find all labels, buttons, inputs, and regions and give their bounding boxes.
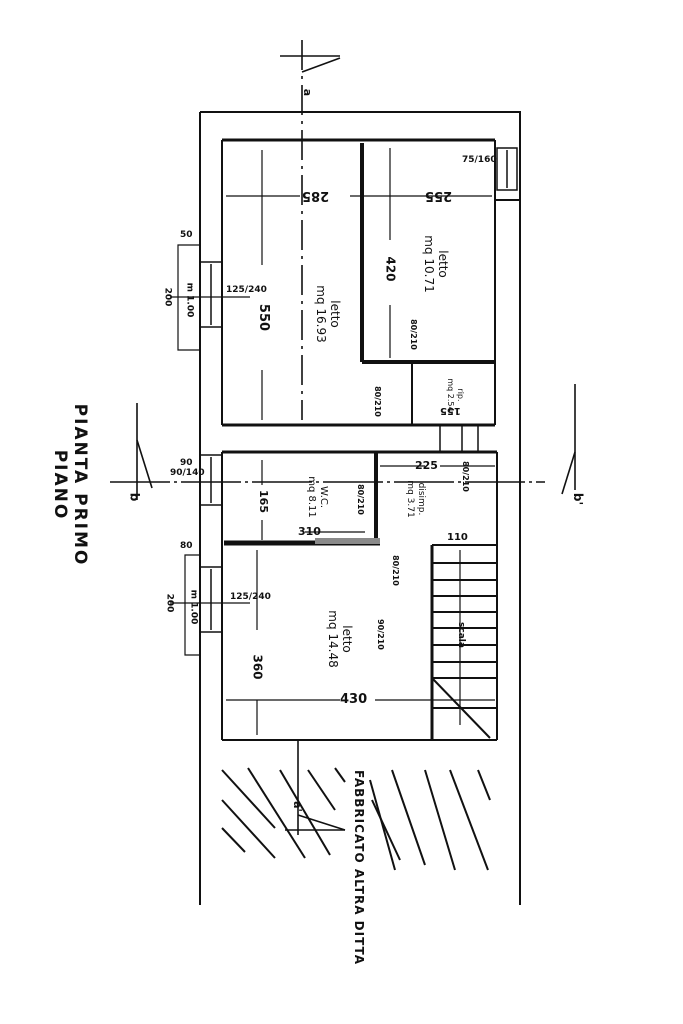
outer-wall-right: [200, 111, 521, 905]
window-dimension-boxes: [170, 244, 250, 656]
neighbor-building-hatch: [221, 767, 491, 871]
dim-wc-depth: 165: [256, 490, 270, 513]
room-area: mq 10.71: [422, 235, 436, 293]
door-label: 80/210: [408, 319, 418, 350]
section-mark-bottom: a': [290, 801, 304, 812]
dim-top-left-width: 285: [302, 188, 330, 203]
room-name: disimp.: [416, 482, 426, 516]
room-label-bedroom-3: letto mq 14.48: [326, 579, 354, 699]
dim-wc-width: 310: [298, 525, 321, 538]
room-area: mq 2.54: [446, 378, 455, 412]
room-area: mq 3.71: [405, 480, 415, 518]
window-label-upper-left-sill: 50: [180, 230, 193, 240]
window-wc: [199, 454, 223, 506]
interior-partitions: [224, 143, 497, 740]
dim-top-right-depth: 420: [383, 256, 398, 282]
dim-top-left-depth: 550: [256, 303, 272, 332]
windows: [199, 147, 518, 633]
door-label: 90/210: [375, 619, 385, 650]
window-label-wc-sill: 90: [180, 458, 193, 468]
section-mark-left: b: [127, 492, 142, 502]
window-label-lower-left-h: m 1.00: [188, 589, 199, 625]
dimension-lines: [226, 148, 495, 735]
room-area: mq 16.93: [314, 285, 328, 343]
scan-smudge: [315, 538, 380, 544]
window-label-lower-left-outer: 200: [164, 593, 175, 613]
section-lines: [110, 40, 576, 835]
window-label-upper-left-h: m 1.00: [184, 282, 195, 318]
drawing-title: PIANTA PRIMO PIANO: [50, 403, 90, 567]
dim-bottom-room-width: 430: [340, 692, 368, 707]
room-label-closet: rip. mq 2.54: [445, 365, 465, 425]
window-label-top-right: 75/160: [462, 155, 497, 165]
dim-top-right-width: 255: [425, 188, 453, 203]
room-name: letto: [340, 625, 354, 653]
staircase: [431, 550, 497, 739]
room-name: letto: [436, 250, 450, 278]
room-label-bedroom-1: letto mq 16.93: [314, 254, 342, 374]
room-name: letto: [328, 300, 342, 328]
window-label-upper-left-outer: 200: [162, 287, 173, 307]
door-label: 80/210: [355, 484, 365, 515]
window-upper-left: [199, 261, 223, 328]
door-label: 80/210: [390, 555, 400, 586]
stair-label: scala: [455, 622, 466, 648]
window-label-lower-left: 125/240: [230, 592, 271, 602]
neighbor-label: FABBRICATO ALTRA DITTA: [352, 770, 366, 966]
section-mark-top: a: [301, 88, 315, 97]
room-label-bedroom-2: letto mq 10.71: [422, 204, 450, 324]
window-top-right: [496, 147, 518, 191]
window-label-lower-left-sill: 80: [180, 541, 193, 551]
dim-bottom-room-depth: 360: [250, 654, 265, 680]
dim-stair-width: 110: [447, 532, 468, 543]
window-label-upper-left: 125/240: [226, 285, 267, 295]
dim-small-room-width: 155: [440, 405, 461, 416]
dim-hall-width: 225: [415, 459, 438, 472]
room-area: mq 14.48: [326, 610, 340, 668]
room-name: rip.: [456, 388, 465, 402]
door-label: 80/210: [460, 461, 470, 492]
corridor-ticks: [439, 425, 479, 452]
window-label-wc: 90/140: [170, 468, 205, 478]
room-label-hall: disimp. mq 3.71: [404, 464, 426, 534]
section-mark-right: b': [571, 492, 586, 506]
window-lower-left: [199, 566, 223, 633]
door-label: 80/210: [372, 386, 382, 417]
